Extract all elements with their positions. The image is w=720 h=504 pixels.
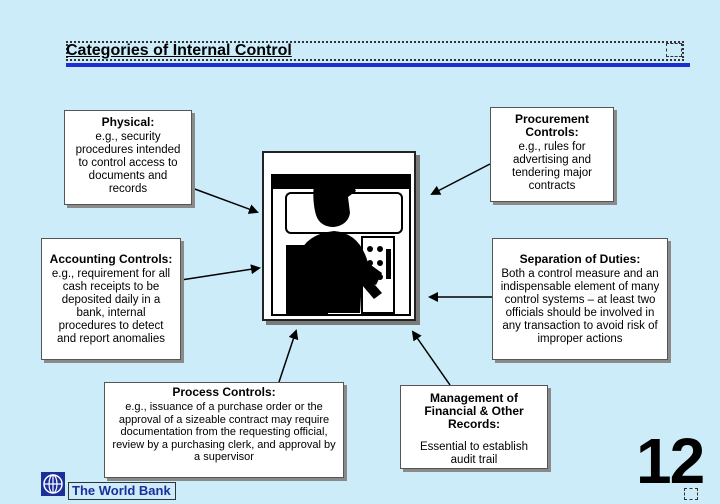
physical-body: e.g., security procedures intended to co… <box>75 131 181 195</box>
arrow-physical <box>191 187 259 214</box>
process-title: Process Controls: <box>172 385 276 399</box>
title-frame <box>66 41 684 61</box>
page-number-placeholder-corner <box>684 488 698 500</box>
slide-title: Categories of Internal Control <box>66 42 292 59</box>
arrow-accounting <box>180 264 261 281</box>
arrow-management <box>411 330 451 386</box>
separation-body: Both a control measure and an indispensa… <box>500 268 660 345</box>
process-controls-box: Process Controls: e.g., issuance of a pu… <box>104 382 344 478</box>
physical-controls-box: Physical: e.g., security procedures inte… <box>64 110 192 205</box>
world-bank-label: The World Bank <box>68 482 176 500</box>
process-body: e.g., issuance of a purchase order or th… <box>112 401 336 463</box>
clerk-at-control-panel-image <box>262 151 416 321</box>
procurement-body: e.g., rules for advertising and tenderin… <box>512 141 592 192</box>
title-placeholder-corner <box>666 43 682 57</box>
clerk-at-control-panel-icon <box>271 174 411 316</box>
management-body: Essential to establish audit trail <box>419 441 529 466</box>
separation-of-duties-box: Separation of Duties: Both a control mea… <box>492 238 668 360</box>
accounting-title: Accounting Controls: <box>49 252 173 266</box>
arrow-process <box>278 329 299 383</box>
accounting-controls-box: Accounting Controls: e.g., requirement f… <box>41 238 181 360</box>
records-management-box: Management of Financial & Other Records:… <box>400 385 548 469</box>
physical-title: Physical: <box>101 115 155 129</box>
management-title: Management of Financial & Other Records: <box>424 391 524 431</box>
title-underline <box>66 63 690 67</box>
separation-title: Separation of Duties: <box>519 252 641 266</box>
world-bank-globe-icon <box>41 472 65 496</box>
procurement-controls-box: Procurement Controls: e.g., rules for ad… <box>490 107 614 202</box>
page-number: 12 <box>636 425 705 497</box>
procurement-title: Procurement Controls: <box>514 112 590 139</box>
arrow-procurement <box>430 163 491 195</box>
accounting-body: e.g., requirement for all cash receipts … <box>51 268 171 345</box>
